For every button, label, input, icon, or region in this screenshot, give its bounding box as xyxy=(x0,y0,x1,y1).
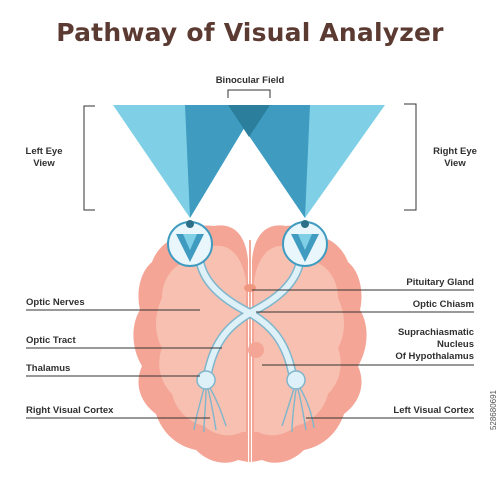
label-pituitary-gland: Pituitary Gland xyxy=(406,277,474,288)
label-thalamus: Thalamus xyxy=(26,363,71,374)
label-optic-chiasm: Optic Chiasm xyxy=(412,299,474,310)
binocular-overlap xyxy=(228,105,270,137)
label-right-visual-cortex: Right Visual Cortex xyxy=(26,405,114,416)
visual-field-cones xyxy=(113,105,385,218)
label-left-visual-cortex: Left Visual Cortex xyxy=(393,405,474,416)
stock-id-text: 528680691 xyxy=(489,390,498,431)
leader-lines xyxy=(26,289,474,419)
brain xyxy=(133,225,367,463)
left-eye-field-inner xyxy=(185,105,258,218)
suprachiasmatic-nucleus xyxy=(248,342,264,358)
label-suprachiasmatic-nucleus: Suprachiasmatic Nucleus Of Hypothalamus xyxy=(395,327,474,362)
label-optic-tract: Optic Tract xyxy=(26,335,76,346)
page-title: Pathway of Visual Analyzer xyxy=(56,18,444,47)
label-right-eye-view: Right Eye View xyxy=(433,146,477,169)
right-eye-view-bracket xyxy=(404,103,417,211)
thalamus-right xyxy=(286,370,306,390)
optic-radiations xyxy=(193,387,315,433)
left-eye xyxy=(167,220,213,267)
pituitary-gland xyxy=(244,284,256,292)
binocular-field-bracket xyxy=(227,89,271,98)
label-left-eye-view: Left Eye View xyxy=(25,146,63,169)
label-optic-nerves: Optic Nerves xyxy=(26,297,85,308)
label-binocular-field: Binocular Field xyxy=(215,75,285,86)
right-eye xyxy=(282,220,328,267)
thalamus-left xyxy=(196,370,216,390)
left-eye-view-bracket xyxy=(83,105,95,211)
